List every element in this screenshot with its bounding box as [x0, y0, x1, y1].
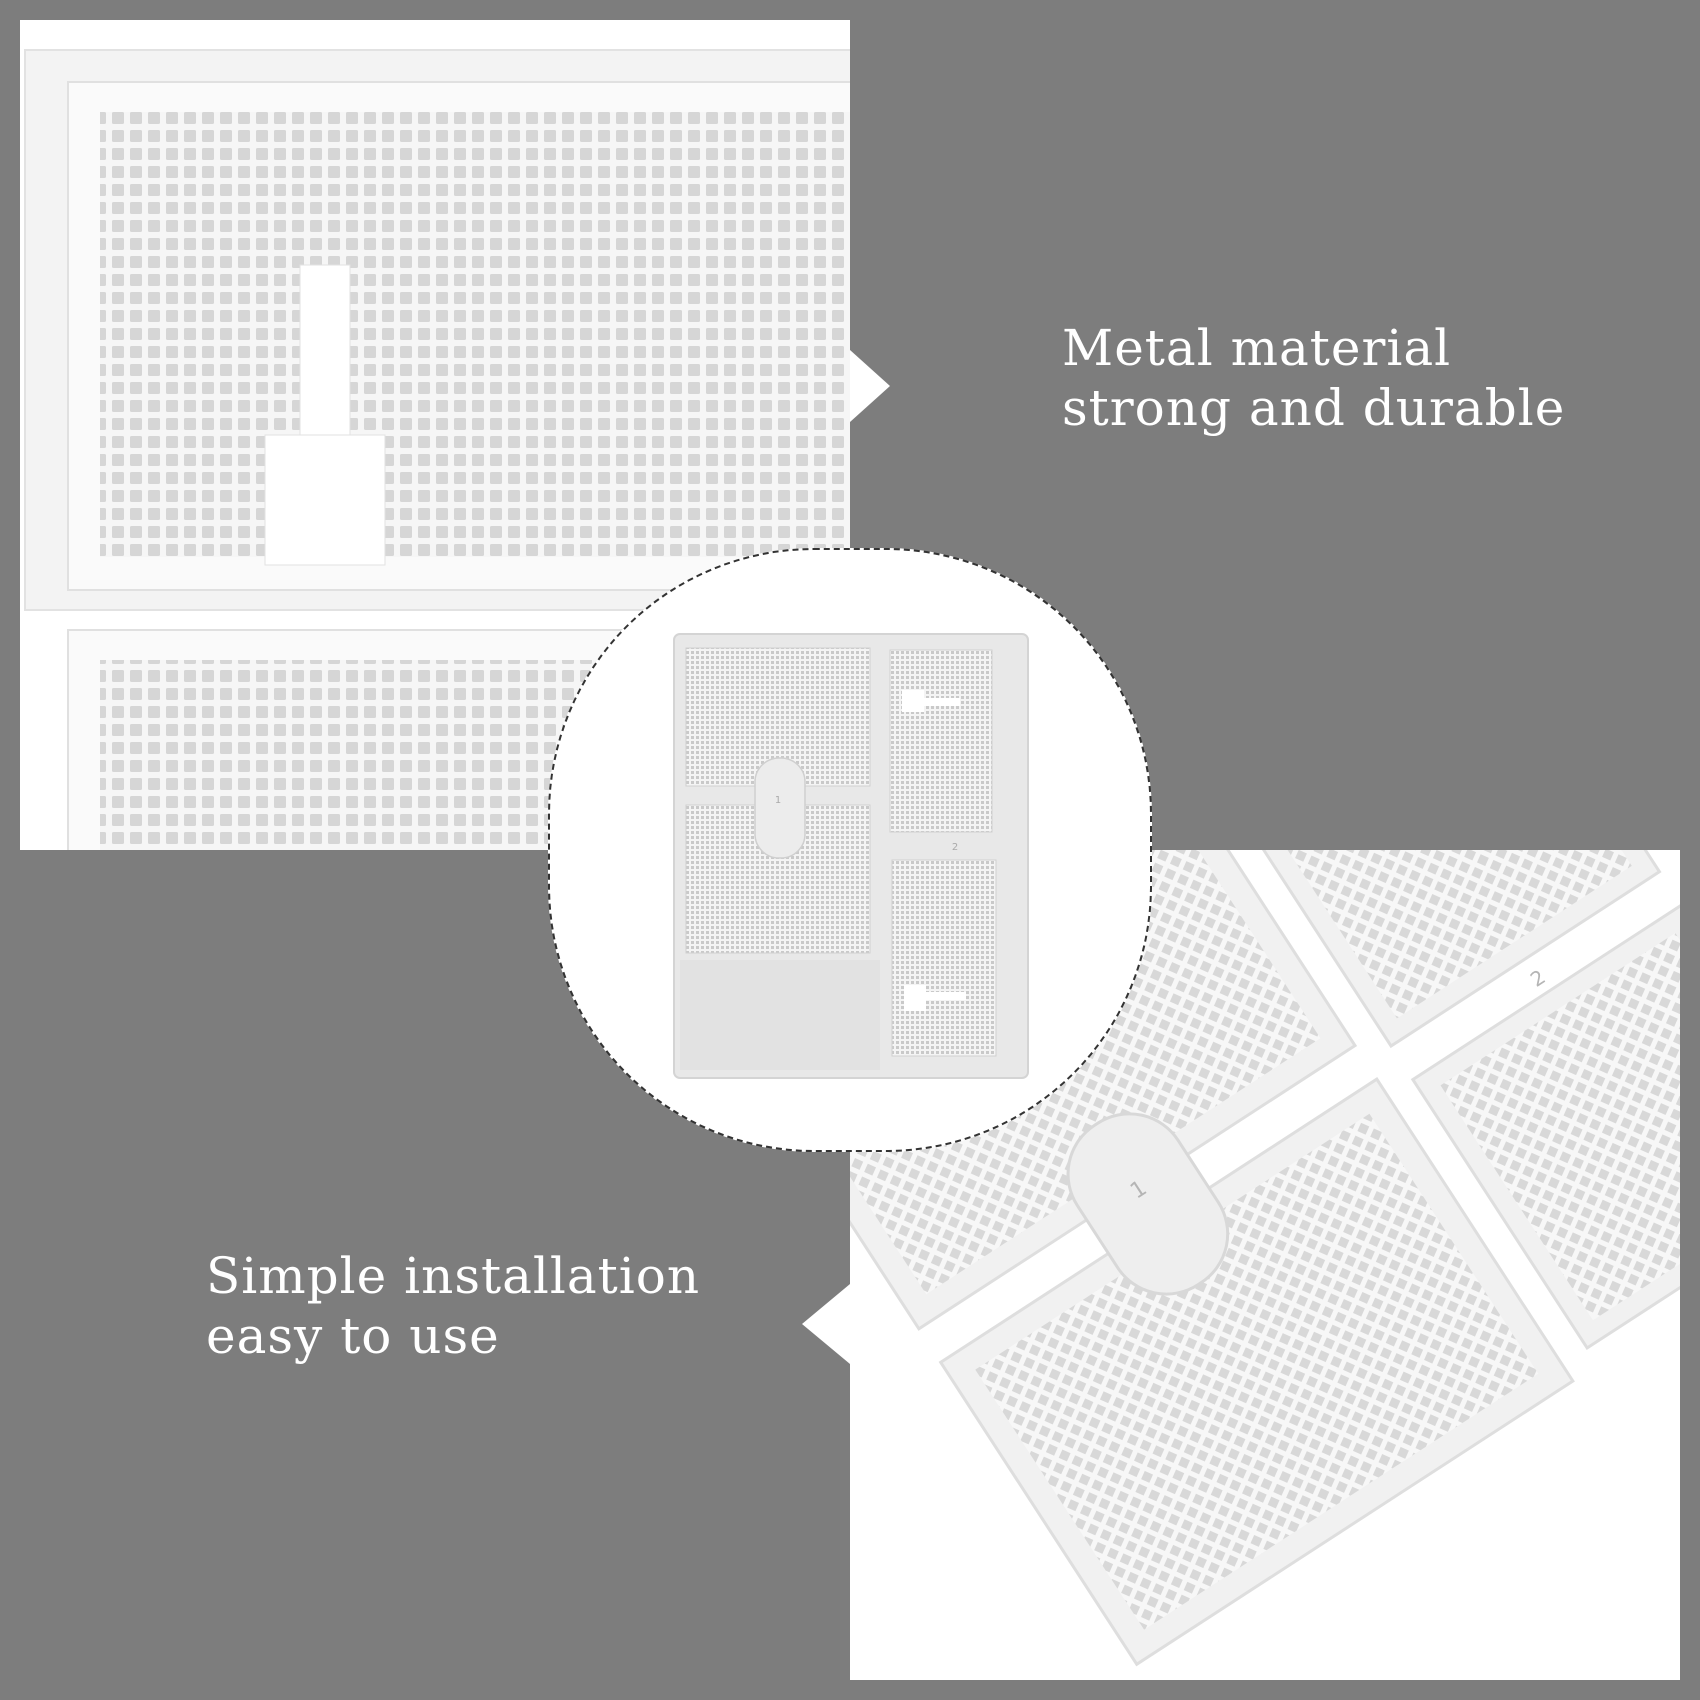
product-overview-frame: 1 2 [548, 548, 1152, 1152]
mesh-closeup-image-bottom: 1 2 [850, 850, 1680, 1680]
plate-number-1-small: 1 [775, 795, 781, 806]
closeup-photo-top [20, 20, 850, 850]
triangle-pointer-icon [850, 350, 890, 422]
caption-installation-line2: easy to use [206, 1307, 500, 1365]
caption-installation-line1: Simple installation [206, 1247, 701, 1305]
mesh-closeup-image-top [20, 20, 850, 850]
caption-material-line1: Metal material [1062, 319, 1452, 377]
caption-installation: Simple installation easy to use [206, 1246, 700, 1366]
mesh-plate-product-image: 1 2 [673, 633, 1029, 1079]
caption-material: Metal material strong and durable [1062, 318, 1565, 438]
caption-material-line2: strong and durable [1062, 379, 1566, 437]
plate-number-2-small: 2 [952, 842, 958, 853]
triangle-pointer-icon [802, 1284, 850, 1364]
